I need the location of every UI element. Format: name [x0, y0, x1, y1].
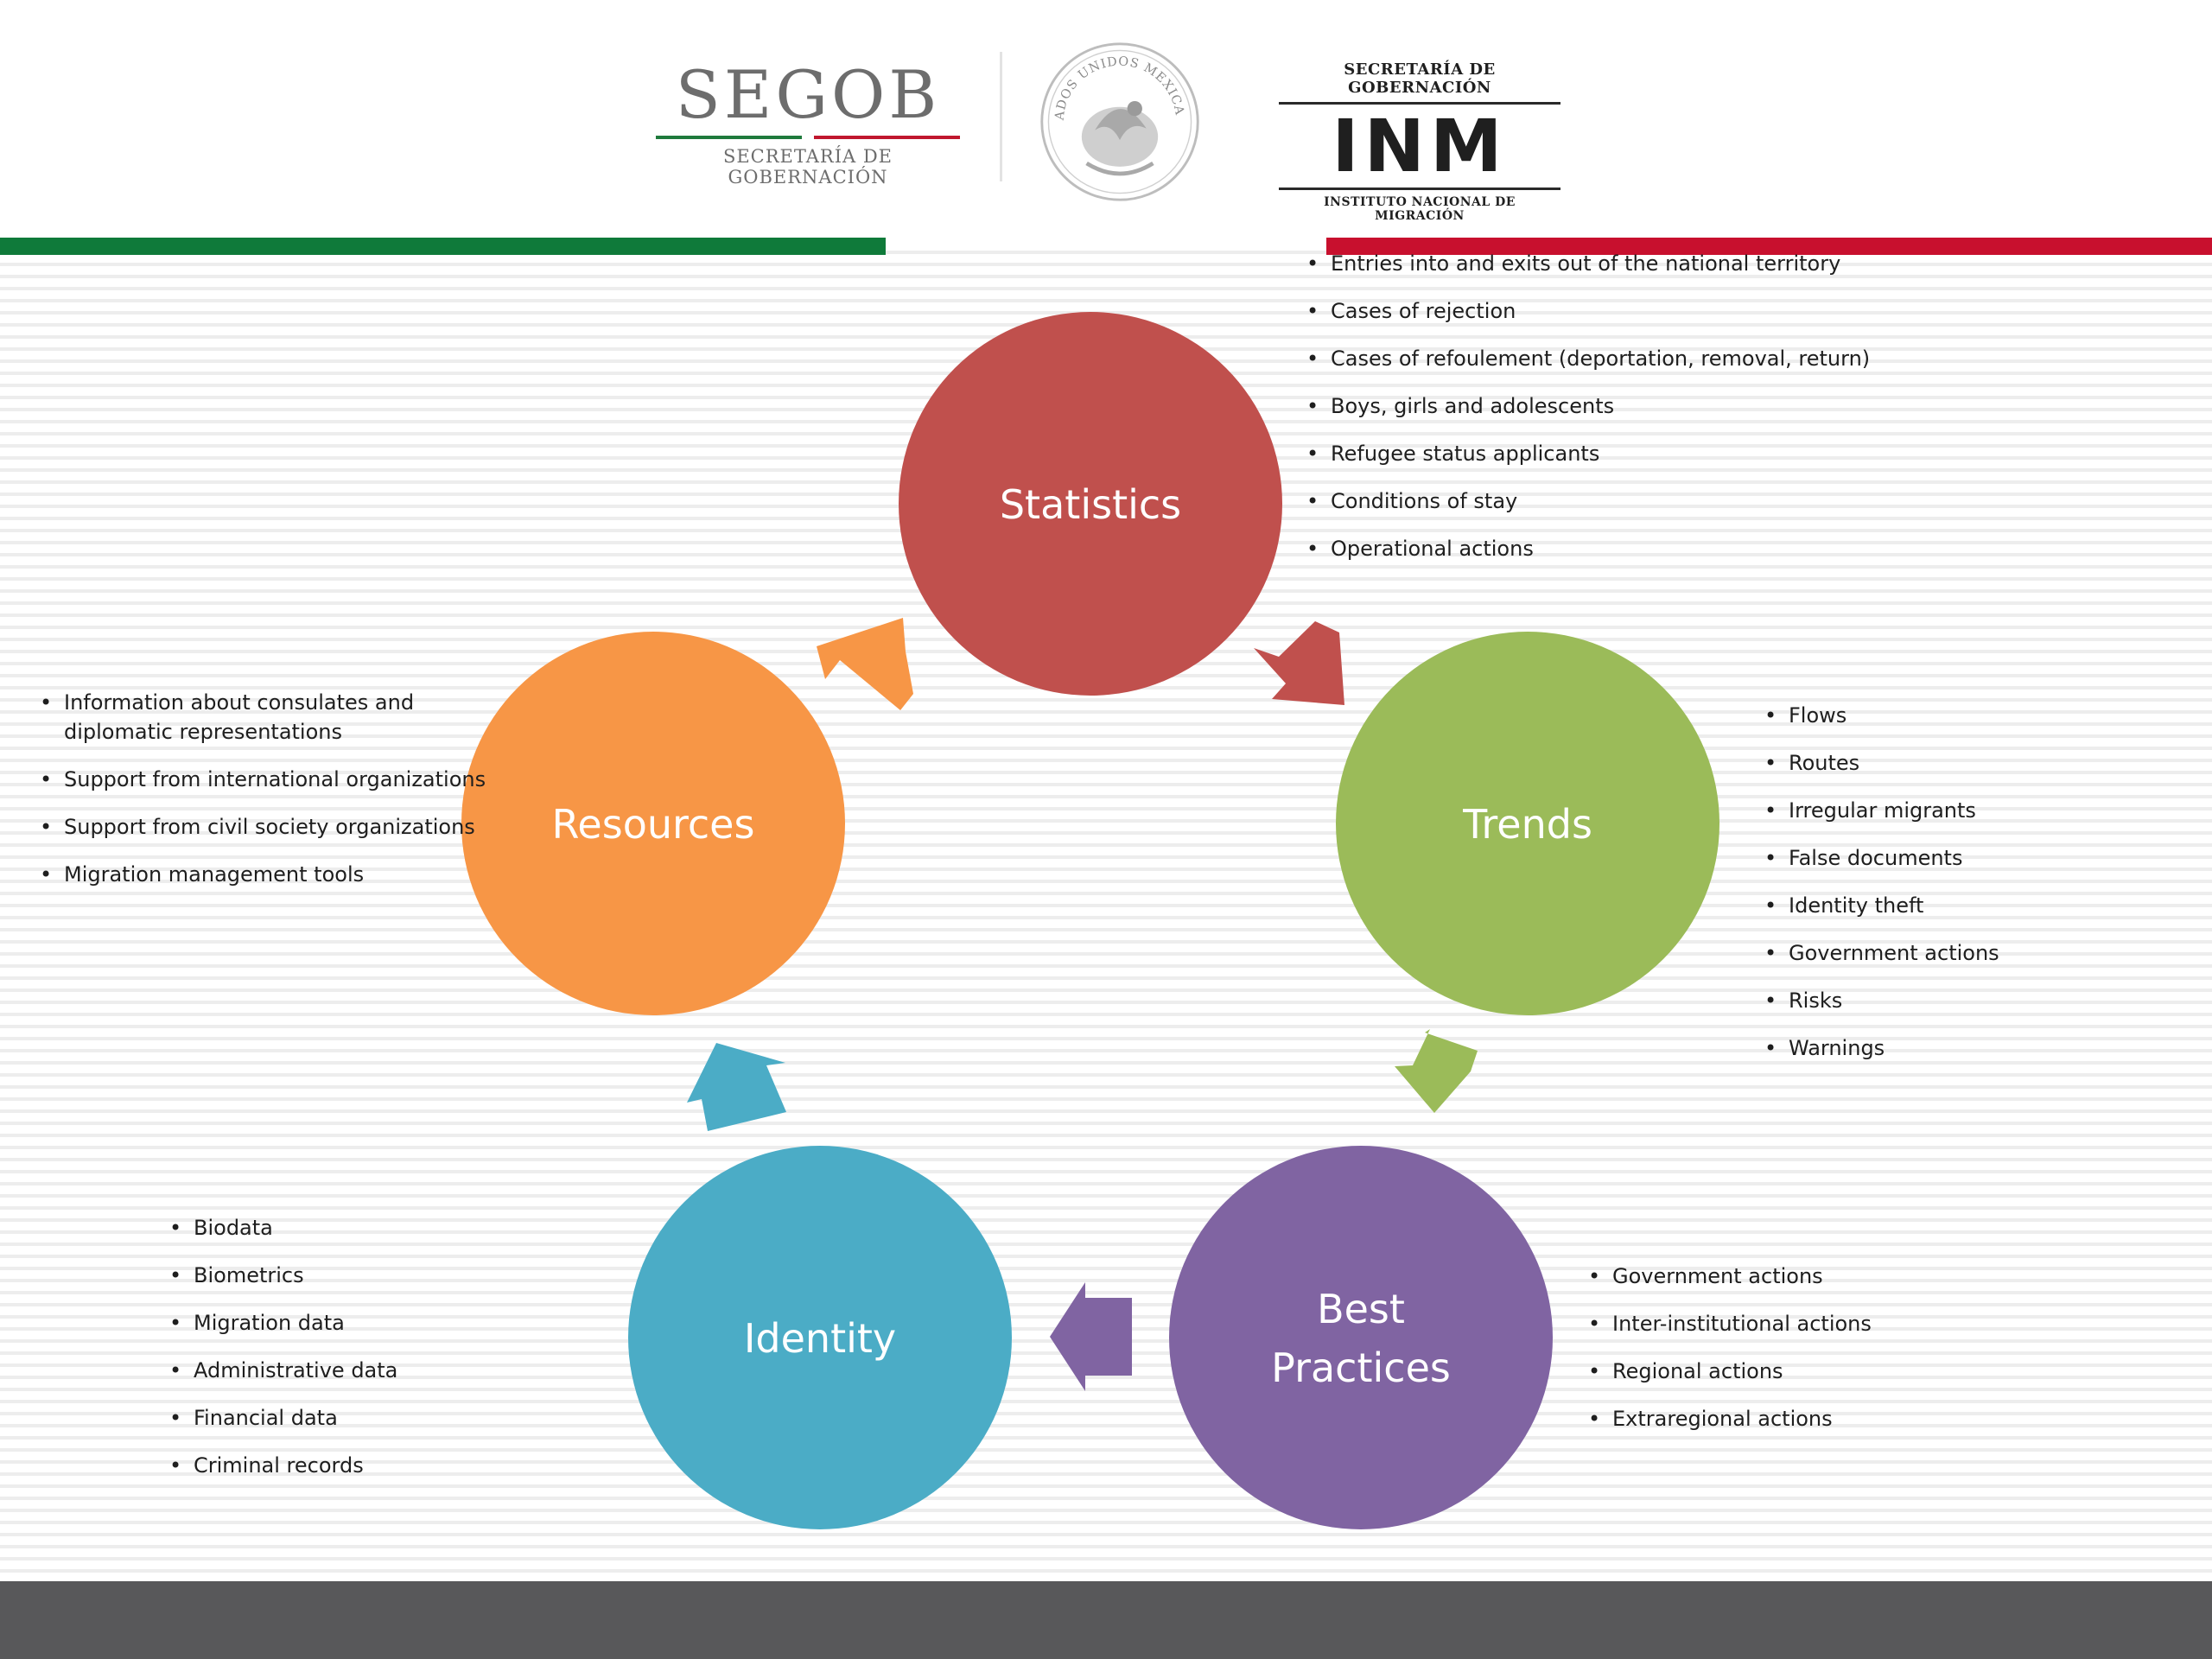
list-item: Refugee status applicants	[1306, 439, 1877, 468]
header: SEGOB SECRETARÍA DE GOBERNACIÓN ESTADOS …	[0, 0, 2212, 244]
resources-list: Information about consulates and diploma…	[40, 688, 489, 907]
list-item: Risks	[1764, 986, 2075, 1015]
arrow-resources-to-statistics-icon	[817, 618, 913, 710]
list-item: Government actions	[1588, 1262, 2003, 1291]
logo-divider	[1000, 52, 1002, 181]
resources-circle	[461, 632, 845, 1015]
best-practices-label-line1: Best	[1317, 1286, 1405, 1332]
list-item: Migration data	[169, 1308, 498, 1338]
list-item: Irregular migrants	[1764, 796, 2075, 825]
list-item: Warnings	[1764, 1033, 2075, 1063]
segob-color-rule	[656, 136, 960, 139]
list-item: Migration management tools	[40, 860, 489, 889]
list-item: Entries into and exits out of the nation…	[1306, 249, 1877, 278]
statistics-list: Entries into and exits out of the nation…	[1306, 249, 1877, 582]
inm-bottom-text: INSTITUTO NACIONAL DE MIGRACIÓN	[1324, 195, 1516, 223]
trends-circle	[1336, 632, 1719, 1015]
best-practices-circle	[1169, 1146, 1553, 1529]
trends-list: Flows Routes Irregular migrants False do…	[1764, 701, 2075, 1081]
list-item: Biometrics	[169, 1261, 498, 1290]
list-item: Criminal records	[169, 1451, 498, 1480]
inm-bottom-rule	[1279, 188, 1560, 190]
inm-top-rule	[1279, 102, 1560, 105]
list-item: Government actions	[1764, 938, 2075, 968]
list-item: Conditions of stay	[1306, 486, 1877, 516]
list-item: Inter-institutional actions	[1588, 1309, 2003, 1338]
mexico-seal-icon: ESTADOS UNIDOS MEXICANOS	[1037, 39, 1199, 201]
statistics-circle	[899, 312, 1282, 696]
resources-label: Resources	[552, 801, 755, 848]
statistics-label: Statistics	[1000, 481, 1181, 528]
list-item: Routes	[1764, 748, 2075, 778]
list-item: Regional actions	[1588, 1357, 2003, 1386]
green-band	[0, 238, 886, 255]
segob-subtitle: SECRETARÍA DE GOBERNACIÓN	[722, 146, 893, 188]
list-item: Operational actions	[1306, 534, 1877, 563]
list-item: Cases of rejection	[1306, 296, 1877, 326]
arrow-identity-to-resources-icon	[687, 1043, 786, 1131]
list-item: Cases of refoulement (deportation, remov…	[1306, 344, 1877, 373]
arrow-statistics-to-trends-icon	[1254, 621, 1344, 705]
identity-list: Biodata Biometrics Migration data Admini…	[169, 1213, 498, 1498]
list-item: Flows	[1764, 701, 2075, 730]
arrow-practices-to-identity-icon	[1050, 1282, 1132, 1391]
list-item: False documents	[1764, 843, 2075, 873]
segob-logo-text: SEGOB	[675, 56, 941, 133]
trends-label: Trends	[1462, 801, 1592, 848]
footer-bar	[0, 1581, 2212, 1659]
segob-logo: SEGOB SECRETARÍA DE GOBERNACIÓN	[644, 56, 972, 188]
identity-label: Identity	[744, 1315, 896, 1362]
best-practices-label-line2: Practices	[1271, 1344, 1451, 1391]
list-item: Identity theft	[1764, 891, 2075, 920]
inm-top-text: SECRETARÍA DE GOBERNACIÓN	[1344, 60, 1496, 97]
inm-logo: SECRETARÍA DE GOBERNACIÓN INM INSTITUTO …	[1279, 60, 1560, 223]
list-item: Support from international organizations	[40, 765, 489, 794]
best-practices-list: Government actions Inter-institutional a…	[1588, 1262, 2003, 1452]
list-item: Extraregional actions	[1588, 1404, 2003, 1433]
list-item: Information about consulates and diploma…	[40, 688, 489, 747]
list-item: Financial data	[169, 1403, 498, 1433]
list-item: Administrative data	[169, 1356, 498, 1385]
list-item: Biodata	[169, 1213, 498, 1243]
list-item: Boys, girls and adolescents	[1306, 391, 1877, 421]
arrow-trends-to-practices-icon	[1395, 1029, 1478, 1113]
identity-circle	[628, 1146, 1012, 1529]
list-item: Support from civil society organizations	[40, 812, 489, 842]
inm-logo-text: INM	[1332, 104, 1508, 188]
